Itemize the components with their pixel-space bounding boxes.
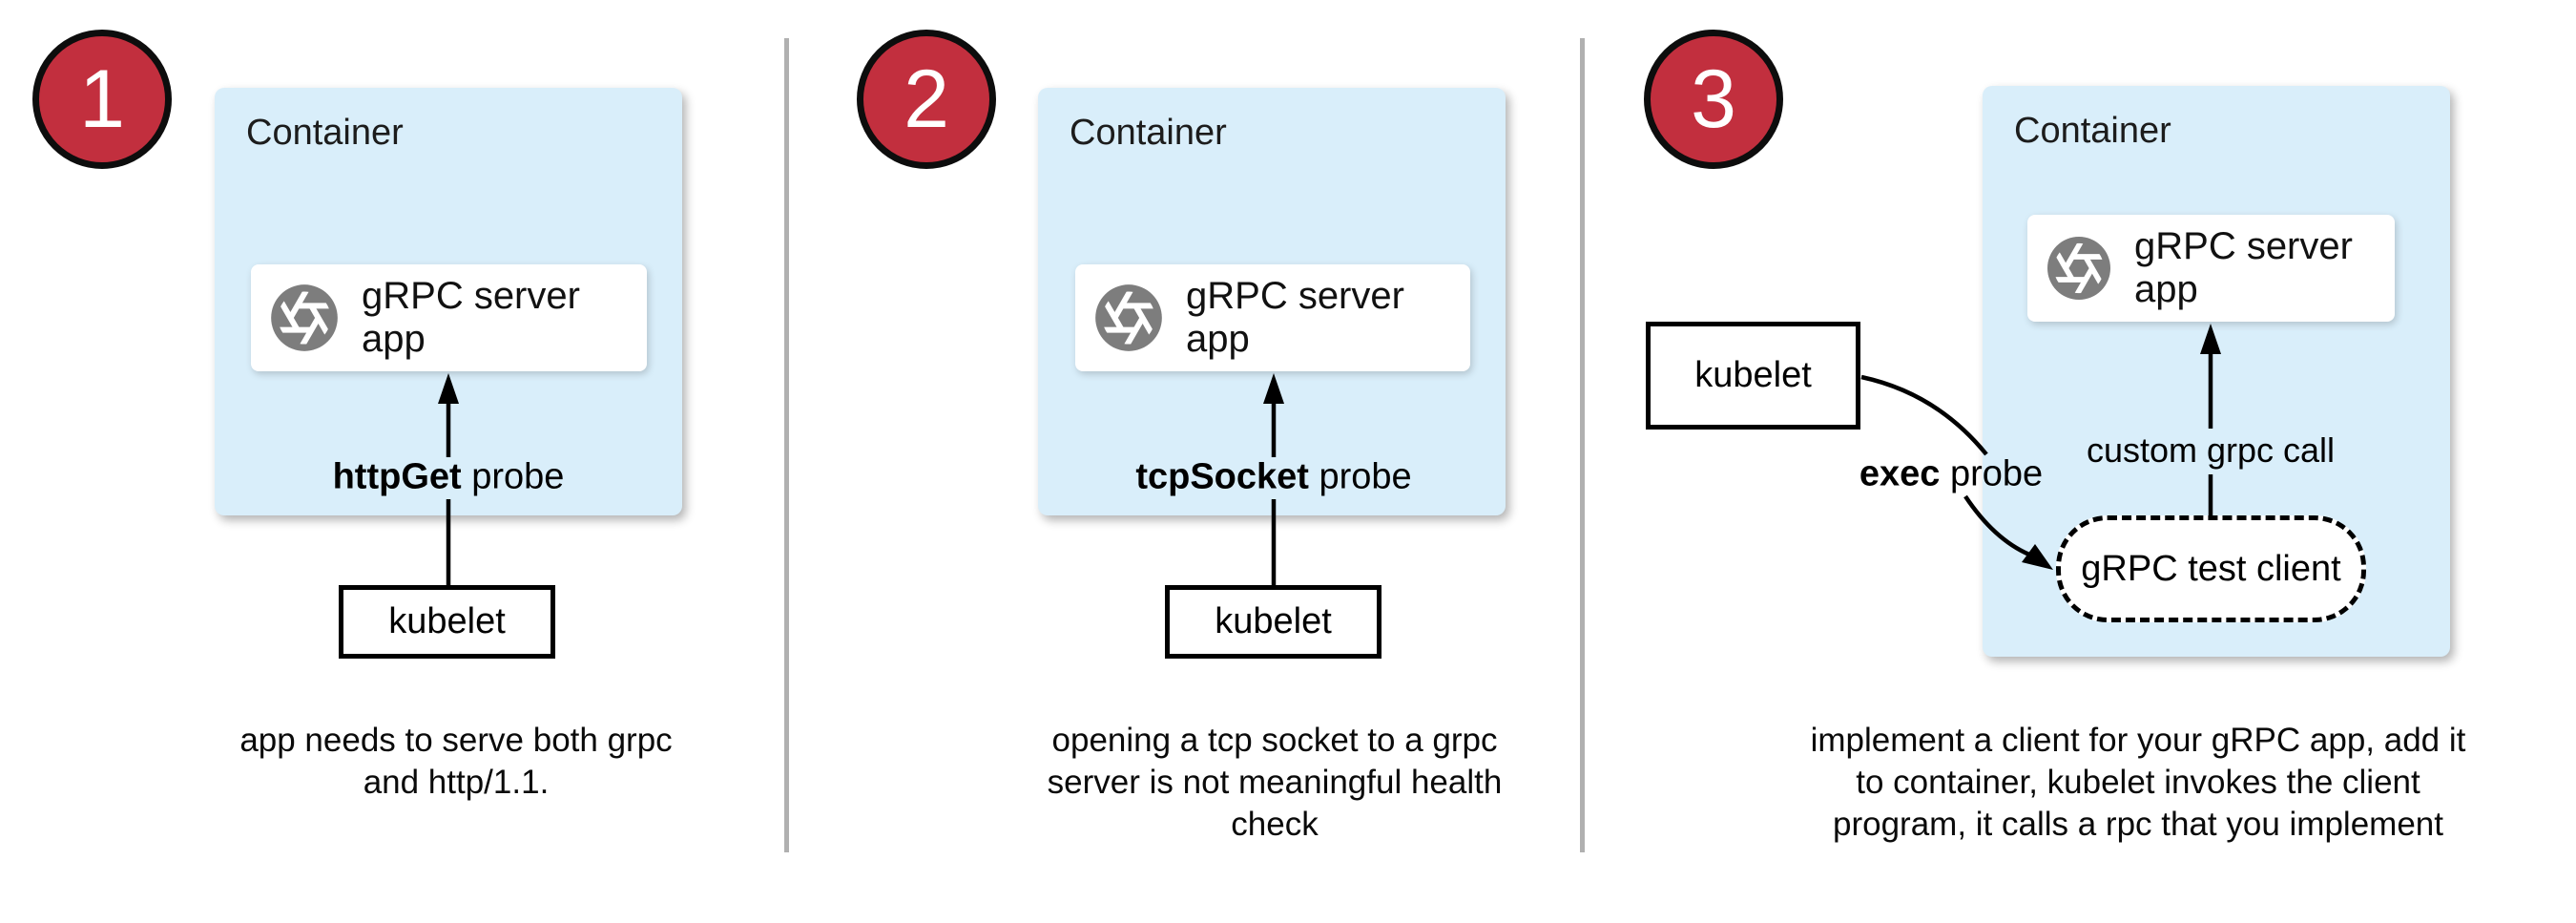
panel-caption-3: implement a client for your gRPC app, ad… (1810, 722, 2466, 843)
app-box-label: gRPC server app (2134, 225, 2353, 310)
app-box-label: gRPC server app (362, 275, 580, 360)
aperture-icon (2045, 234, 2113, 303)
step-badge-2: 2 (857, 30, 996, 169)
custom-grpc-call-label: custom grpc call (2086, 430, 2336, 470)
aperture-icon (1092, 282, 1165, 354)
container-label: Container (246, 113, 404, 153)
probe-label-tcpsocket: tcpSocket probe (1135, 456, 1412, 497)
app-box-label: gRPC server app (1186, 275, 1404, 360)
kubelet-box-3: kubelet (1646, 322, 1860, 430)
step-number: 3 (1691, 53, 1736, 145)
panel-divider-1 (784, 38, 789, 852)
panel-caption-1: app needs to serve both grpc and http/1.… (239, 722, 673, 801)
step-badge-1: 1 (32, 30, 172, 169)
grpc-server-app-box-2: gRPC server app (1075, 264, 1470, 371)
step-badge-3: 3 (1644, 30, 1783, 169)
probe-label-httpget: httpGet probe (332, 456, 565, 497)
grpc-test-client-box: gRPC test client (2056, 515, 2366, 622)
curved-arrow-segment (1860, 374, 1988, 456)
grpc-server-app-box-1: gRPC server app (251, 264, 647, 371)
step-number: 1 (79, 53, 125, 145)
probe-label-exec: exec probe (1859, 453, 2044, 494)
panel-divider-2 (1580, 38, 1585, 852)
container-label: Container (1070, 113, 1227, 153)
panel-caption-2: opening a tcp socket to a grpc server is… (1047, 722, 1503, 843)
kubelet-box-2: kubelet (1165, 585, 1381, 659)
aperture-icon (268, 282, 341, 354)
kubelet-box-1: kubelet (339, 585, 555, 659)
grpc-server-app-box-3: gRPC server app (2027, 215, 2395, 322)
step-number: 2 (904, 53, 949, 145)
container-label: Container (2014, 111, 2171, 151)
